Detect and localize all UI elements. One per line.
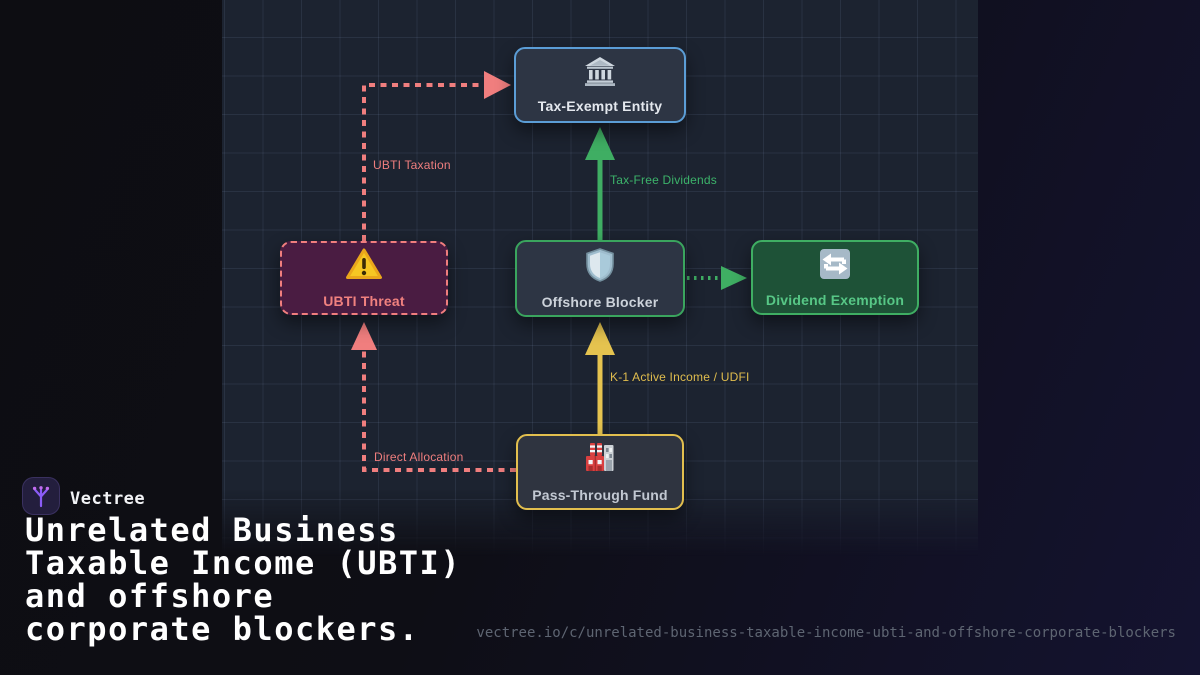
swap-icon [819,248,851,285]
edge-label-ubti-taxation: UBTI Taxation [373,158,451,172]
edge-label-k1-active-income: K-1 Active Income / UDFI [610,370,750,384]
edge-label-direct-allocation: Direct Allocation [374,450,464,464]
brand: Vectree [22,477,145,520]
shield-icon [585,247,615,287]
page-url: vectree.io/c/unrelated-business-taxable-… [476,625,1176,641]
node-label: Tax-Exempt Entity [537,98,663,114]
node-dividend-exemption: Dividend Exemption [751,240,919,315]
node-label: UBTI Threat [323,293,405,309]
node-label: Pass-Through Fund [532,487,668,503]
vectree-branch-icon [22,477,60,520]
brand-name: Vectree [70,488,146,509]
node-label: Offshore Blocker [541,293,659,310]
node-pass-through-fund: Pass-Through Fund [516,434,684,510]
node-label: Dividend Exemption [765,291,905,308]
node-ubti-threat: UBTI Threat [280,241,448,315]
warning-icon [345,247,383,286]
edge-label-tax-free-dividends: Tax-Free Dividends [610,173,717,187]
node-tax-exempt-entity: Tax-Exempt Entity [514,47,686,123]
bank-icon [583,56,617,91]
factory-icon [582,441,618,480]
page-title: Unrelated Business Taxable Income (UBTI)… [25,511,462,648]
node-offshore-blocker: Offshore Blocker [515,240,685,317]
